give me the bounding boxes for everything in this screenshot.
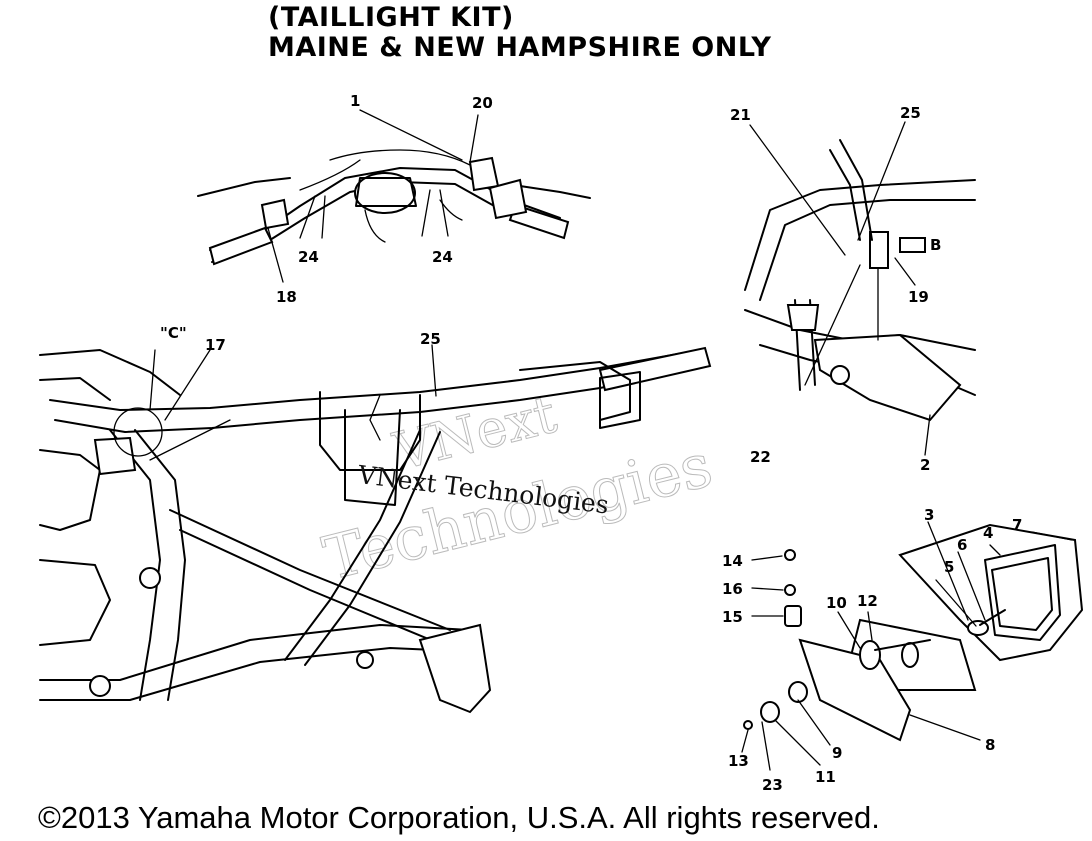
- callout-8: 8: [985, 736, 995, 754]
- callout-1: 1: [350, 92, 360, 110]
- diagram-title-line-2: MAINE & NEW HAMPSHIRE ONLY: [268, 32, 772, 63]
- callout-25-brake: 25: [900, 104, 921, 122]
- callout-b: B: [930, 236, 941, 254]
- callout-6: 6: [957, 536, 967, 554]
- taillight-exploded-view: [741, 521, 1084, 771]
- callout-5: 5: [944, 558, 954, 576]
- callout-23: 23: [762, 776, 783, 794]
- diagram-title-line-1: (TAILLIGHT KIT): [268, 2, 514, 33]
- watermark-technologies: Technologies: [317, 431, 719, 595]
- callout-15: 15: [722, 608, 743, 626]
- copyright-notice: ©2013 Yamaha Motor Corporation, U.S.A. A…: [38, 800, 880, 835]
- exploded-parts-diagram: VNext Technologies: [39, 92, 1084, 794]
- callout-16: 16: [722, 580, 743, 598]
- callout-21: 21: [730, 106, 751, 124]
- callout-labels: 1 20 24 24 18 "C" 17 25 21 25 B 19 22 2 …: [160, 92, 1022, 794]
- callout-12: 12: [857, 592, 878, 610]
- callout-10: 10: [826, 594, 847, 612]
- rear-brake-assembly: [744, 121, 976, 456]
- callout-4: 4: [983, 524, 993, 542]
- callout-2: 2: [920, 456, 930, 474]
- callout-22: 22: [750, 448, 771, 466]
- callout-24-right: 24: [432, 248, 453, 266]
- callout-24-left: 24: [298, 248, 319, 266]
- callout-14: 14: [722, 552, 743, 570]
- callout-17: 17: [205, 336, 226, 354]
- frame-assembly: [39, 344, 712, 714]
- callout-c: "C": [160, 324, 187, 342]
- callout-7: 7: [1012, 516, 1022, 534]
- callout-25-frame: 25: [420, 330, 441, 348]
- callout-19: 19: [908, 288, 929, 306]
- callout-9: 9: [832, 744, 842, 762]
- handlebar-assembly: [197, 109, 591, 283]
- callout-11: 11: [815, 768, 836, 786]
- callout-3: 3: [924, 506, 934, 524]
- callout-18: 18: [276, 288, 297, 306]
- callout-20: 20: [472, 94, 493, 112]
- callout-13: 13: [728, 752, 749, 770]
